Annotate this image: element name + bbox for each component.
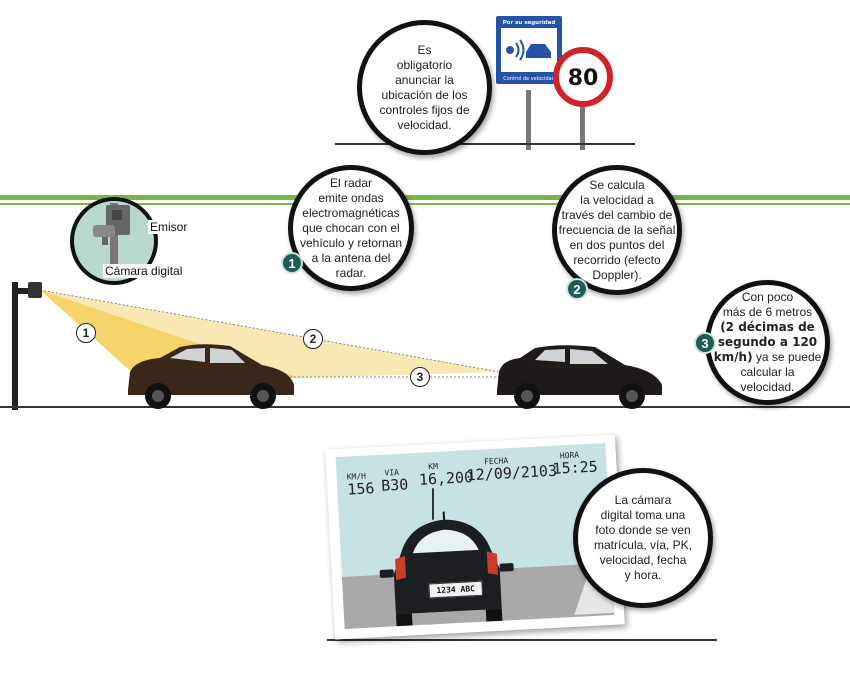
date-value: 12/09/2103 — [466, 461, 558, 485]
step1-bubble: El radar emite ondas electromagnéticas q… — [288, 165, 414, 291]
time-value: 15:25 — [552, 457, 599, 478]
step3-line: calcular la — [740, 365, 795, 379]
intro-line: controles fijos de — [379, 102, 470, 117]
intro-line: velocidad. — [397, 117, 452, 132]
emitter-label: Emisor — [148, 220, 190, 234]
radar-device — [28, 282, 42, 298]
photo-note-line: y hora. — [624, 568, 662, 582]
photo-note-line: foto donde se ven — [595, 523, 691, 537]
photo-car-rear — [379, 511, 514, 629]
road-signs: Por su seguridad Control de velocidad 80 — [494, 14, 613, 150]
step2-badge: 2 — [566, 278, 588, 300]
road-line — [0, 406, 850, 408]
speed-sign-pole — [580, 105, 585, 150]
step3-bubble: Con poco más de 6 metros (2 décimas de s… — [705, 280, 830, 405]
beam-marker-1: 1 — [76, 323, 96, 343]
bottom-ground-line — [327, 639, 717, 641]
photo-note-bubble: La cámara digital toma una foto donde se… — [573, 468, 713, 608]
step1-line: que chocan con el — [302, 220, 400, 235]
step2-bubble: Se calcula la velocidad a través del cam… — [552, 165, 682, 295]
speed-value: 156 — [346, 479, 375, 499]
km-value: 16,200 — [418, 468, 474, 489]
step1-line: a la antena del — [311, 250, 391, 265]
step1-line: emite ondas — [318, 190, 384, 205]
road-scene — [0, 282, 850, 410]
step3-line: más de 6 metros — [722, 305, 813, 319]
camera-icon — [93, 225, 115, 237]
green-band-top — [0, 195, 850, 200]
step2-line: recorrido (efecto — [573, 252, 661, 267]
intro-line: anunciar la — [395, 72, 454, 87]
beam-edge-line — [39, 289, 501, 373]
photo-note-line: La cámara — [614, 493, 672, 507]
step1-line: El radar — [329, 175, 373, 190]
step2-line: en dos puntos del — [569, 237, 665, 252]
intro-bubble: Es obligatorio anunciar la ubicación de … — [357, 20, 492, 155]
intro-line: obligatorio — [396, 57, 453, 72]
photo-note-line: digital toma una — [600, 508, 686, 522]
speed-limit-value: 80 — [568, 66, 599, 91]
radar-pole — [12, 282, 18, 410]
blue-sign-pole — [526, 90, 531, 150]
radar-arm — [18, 288, 32, 294]
photo-note-line: velocidad, fecha — [599, 553, 687, 567]
antenna-pointer — [432, 488, 434, 520]
step3-bold-line: km/h) — [713, 350, 753, 364]
beam-marker-3: 3 — [410, 367, 430, 387]
speed-limit-sign — [553, 47, 613, 107]
radar-icon — [506, 46, 514, 54]
step3-bold-line: segundo a 120 — [717, 335, 818, 349]
step1-line: radar. — [335, 265, 367, 280]
step2-line: Doppler). — [592, 267, 642, 282]
car-icon — [526, 44, 551, 58]
step3-line: velocidad. — [740, 380, 795, 394]
intro-line: ubicación de los — [381, 87, 468, 102]
step3-line: ya se puede — [752, 350, 822, 364]
camera-label: Cámara digital — [103, 264, 185, 278]
green-band-bottom — [0, 203, 850, 205]
intro-line: Es — [417, 42, 432, 57]
step1-line: vehículo y retornan — [299, 235, 403, 250]
license-plate: 1234 ABC — [428, 580, 484, 599]
road-value: B30 — [380, 475, 409, 495]
car-far — [497, 345, 662, 409]
step2-line: Se calcula — [589, 177, 645, 192]
sign-bottom-text: Control de velocidad — [503, 76, 555, 82]
sign-top-text: Por su seguridad — [503, 20, 556, 26]
step3-line: Con poco — [741, 290, 794, 304]
step2-line: frecuencia de la señal — [558, 222, 676, 237]
step1-badge: 1 — [281, 252, 303, 274]
beam-marker-2: 2 — [303, 329, 323, 349]
step3-bold-line: (2 décimas de — [720, 320, 815, 334]
radar-wave-icon — [515, 39, 525, 61]
car-near — [128, 344, 294, 409]
step2-line: la velocidad a — [580, 192, 654, 207]
top-ground-line — [335, 143, 635, 145]
step2-line: través del cambio de — [561, 207, 673, 222]
camera-detail — [70, 197, 158, 285]
step3-badge: 3 — [694, 332, 716, 354]
photo-note-line: matrícula, vía, PK, — [593, 538, 693, 552]
step1-line: electromagnéticas — [302, 205, 400, 220]
